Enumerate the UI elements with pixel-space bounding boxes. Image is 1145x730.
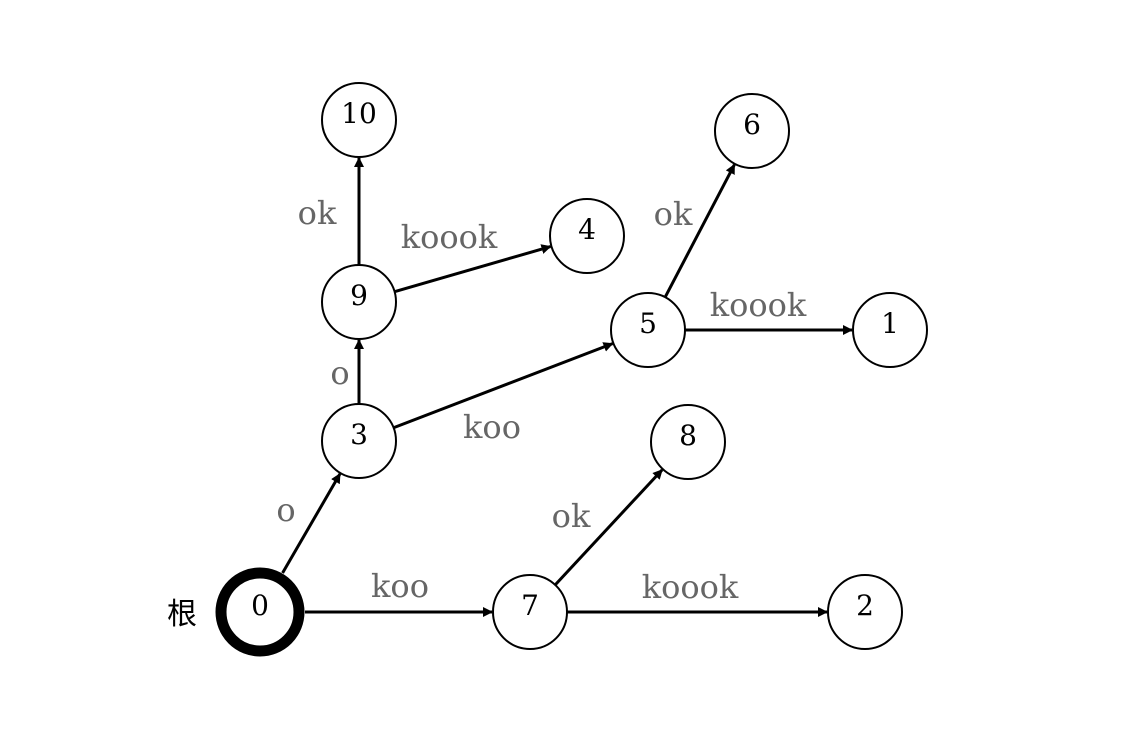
node-label: 3 bbox=[350, 418, 368, 451]
node-circle bbox=[610, 292, 686, 368]
node-label: 1 bbox=[881, 307, 899, 340]
node-label: 5 bbox=[639, 307, 657, 340]
node-label: 2 bbox=[856, 589, 874, 622]
node-circle bbox=[650, 404, 726, 480]
edge-5-6 bbox=[663, 163, 736, 298]
node-circle bbox=[492, 574, 568, 650]
node-circle bbox=[549, 198, 625, 274]
root-node-circle bbox=[215, 567, 305, 657]
node-circle bbox=[714, 93, 790, 169]
node-7: 7 bbox=[492, 574, 568, 650]
edge-0-3 bbox=[281, 473, 342, 574]
node-label: 4 bbox=[578, 213, 596, 246]
edge-label-7-8: ok bbox=[552, 497, 591, 535]
node-label: 7 bbox=[521, 589, 539, 622]
edge-label-9-4: koook bbox=[401, 218, 498, 256]
root-node: 0 bbox=[215, 567, 305, 657]
node-4: 4 bbox=[549, 198, 625, 274]
node-3: 3 bbox=[321, 403, 397, 479]
edge-label-5-1: koook bbox=[710, 286, 807, 324]
edges-layer bbox=[281, 157, 853, 617]
node-circle bbox=[827, 574, 903, 650]
edge-label-3-5: koo bbox=[463, 408, 521, 446]
edge-3-5 bbox=[393, 342, 614, 430]
node-5: 5 bbox=[610, 292, 686, 368]
edge-label-5-6: ok bbox=[654, 195, 693, 233]
edge-label-9-10: ok bbox=[298, 194, 337, 232]
edge-label-0-3: o bbox=[276, 491, 295, 529]
node-9: 9 bbox=[321, 264, 397, 340]
node-2: 2 bbox=[827, 574, 903, 650]
node-label: 10 bbox=[341, 97, 377, 130]
node-label: 8 bbox=[679, 419, 697, 452]
node-circle bbox=[321, 82, 397, 158]
node-8: 8 bbox=[650, 404, 726, 480]
node-6: 6 bbox=[714, 93, 790, 169]
edge-9-4 bbox=[394, 244, 552, 294]
node-1: 1 bbox=[852, 292, 928, 368]
node-circle bbox=[852, 292, 928, 368]
edge-label-0-7: koo bbox=[371, 567, 429, 605]
node-label: 6 bbox=[743, 108, 761, 141]
node-label: 0 bbox=[251, 589, 269, 622]
nodes-layer: 0 1 2 3 4 5 6 7 8 9 10 bbox=[215, 82, 928, 657]
node-label: 9 bbox=[350, 279, 368, 312]
edge-7-8 bbox=[554, 468, 664, 586]
node-circle bbox=[321, 264, 397, 340]
node-circle bbox=[321, 403, 397, 479]
node-10: 10 bbox=[321, 82, 397, 158]
edge-label-3-9: o bbox=[330, 354, 349, 392]
edge-label-7-2: koook bbox=[642, 568, 739, 606]
root-label: 根 bbox=[167, 597, 197, 632]
